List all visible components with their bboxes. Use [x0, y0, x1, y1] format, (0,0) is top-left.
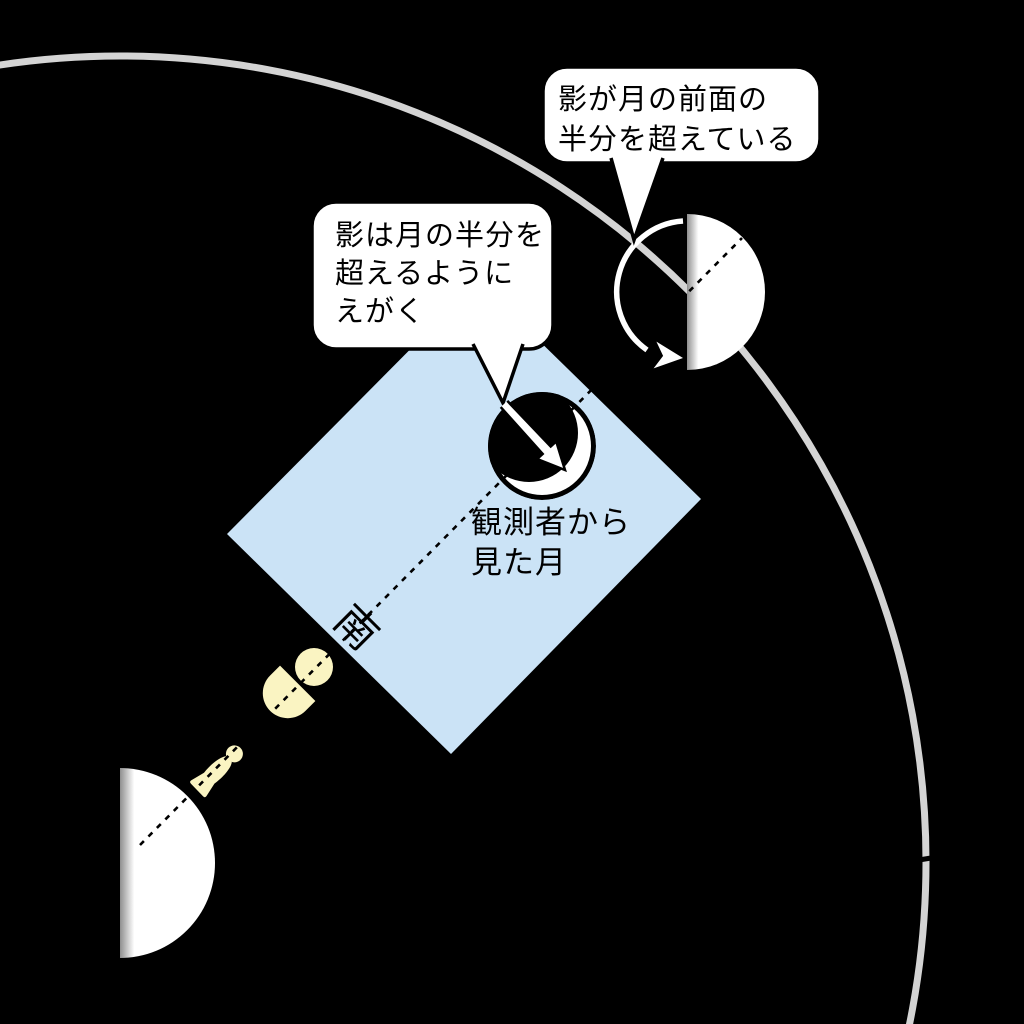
observer-back-figure	[262, 648, 333, 719]
orbit-arc	[0, 52, 930, 1024]
speech-bubble-mid-line2: 超えるように	[335, 258, 515, 290]
speech-bubble-mid-tail	[471, 343, 525, 408]
speech-bubble-mid-line1: 影は月の半分を	[335, 220, 546, 252]
real-moon-half-disc	[687, 214, 765, 370]
board-moon-label: 観測者から 見た月	[471, 503, 631, 583]
speech-bubble-top-text: 影が月の前面の 半分を超えている	[558, 80, 797, 160]
board-moon-label-line2: 見た月	[471, 545, 567, 580]
speech-bubble-top-body	[541, 65, 822, 165]
pointer-arrow-icon	[499, 400, 567, 473]
earth-half-disc	[120, 768, 215, 958]
speech-bubble-mid	[310, 200, 555, 408]
speech-bubble-mid-text: 影は月の半分を 超えるように えがく	[335, 217, 545, 331]
speech-bubble-top-line2: 半分を超えている	[558, 124, 797, 156]
observer-head	[295, 648, 333, 686]
speech-bubble-mid-line3: えがく	[335, 296, 426, 328]
sight-dashed-line	[139, 237, 743, 846]
standing-person-head	[225, 745, 243, 763]
speech-bubble-top	[541, 65, 822, 246]
speech-bubble-top-tail	[609, 157, 665, 246]
orbit-tick-mark	[918, 855, 932, 863]
standing-person-body	[190, 756, 232, 798]
standing-person-figure	[190, 745, 243, 798]
shadow-sweep-arrow-icon	[653, 341, 683, 369]
speech-bubble-top-line1: 影が月の前面の	[558, 84, 769, 116]
shadow-sweep-arc	[614, 218, 684, 353]
board-moon-label-line1: 観測者から	[471, 505, 631, 540]
observer-shoulders	[262, 665, 316, 719]
speech-bubble-mid-body	[310, 200, 555, 351]
